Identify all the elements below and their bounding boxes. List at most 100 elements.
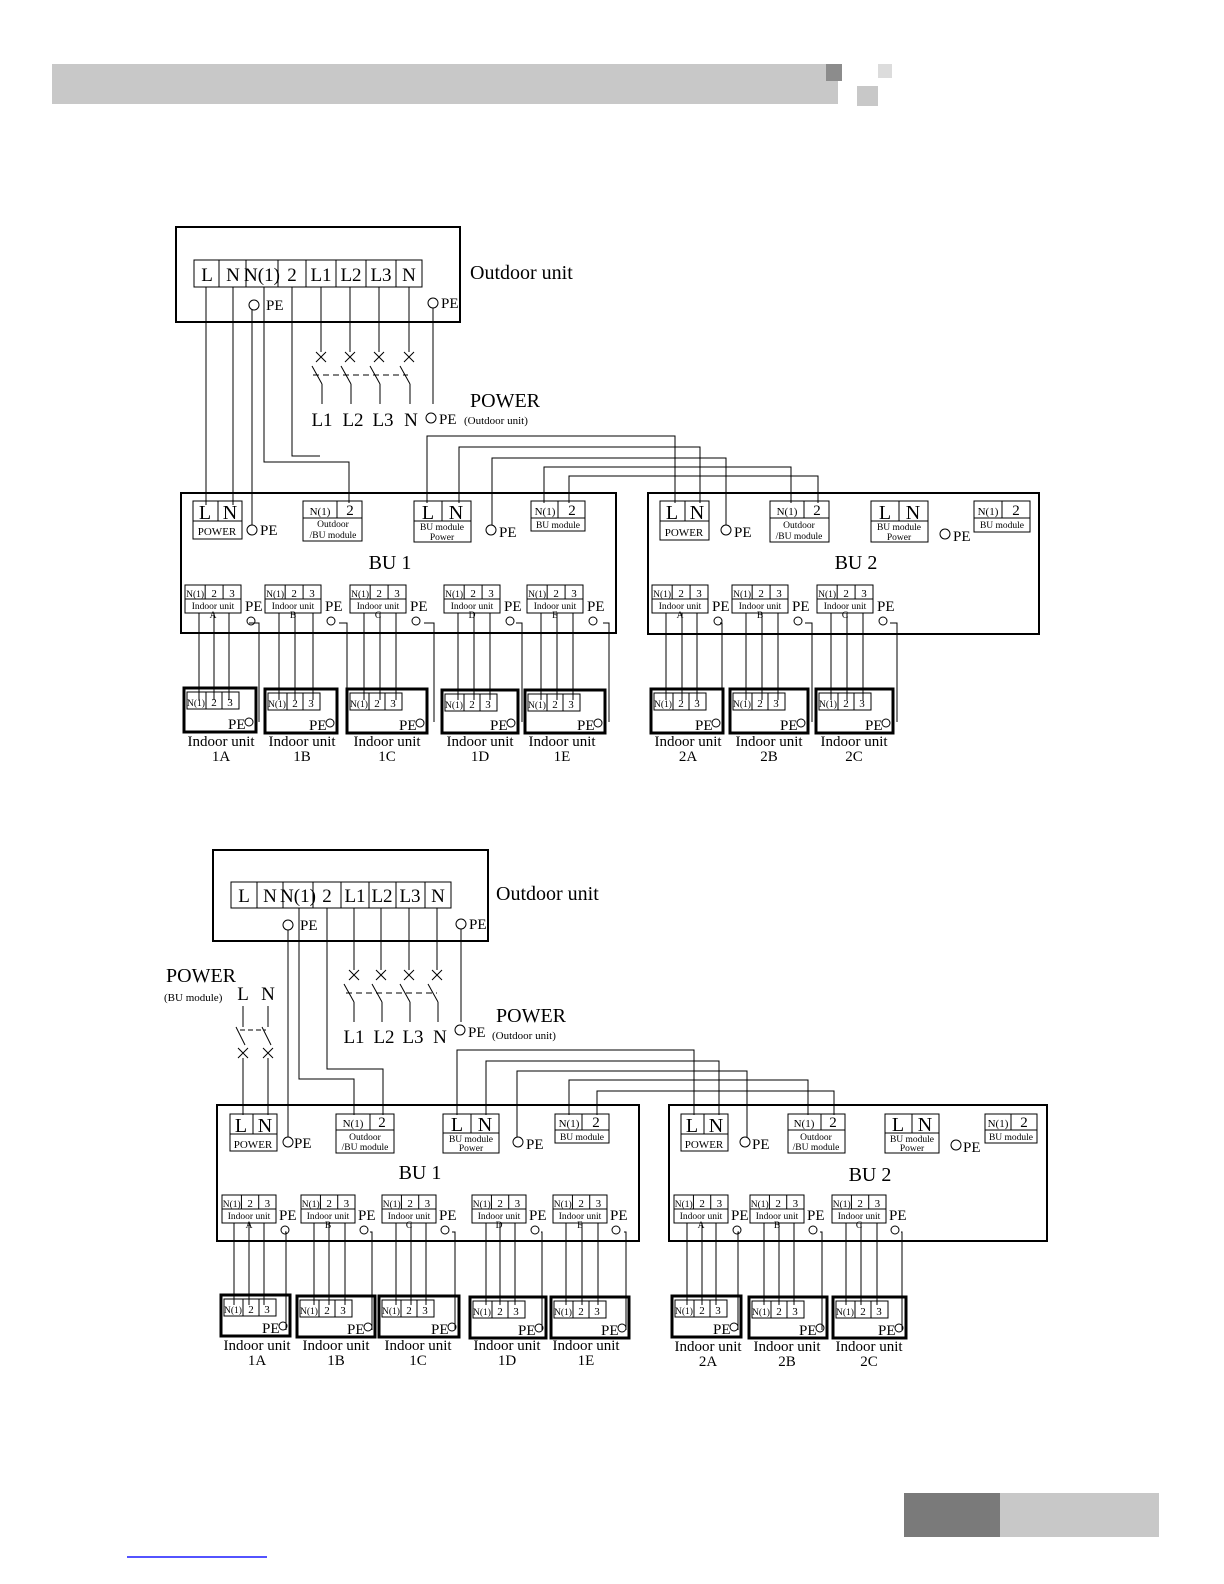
unit-terminal-n1: N(1)	[752, 1307, 770, 1318]
svg-text:N: N	[433, 1027, 447, 1048]
port-terminal-3: 3	[861, 588, 867, 600]
pe-label: PE	[347, 1322, 365, 1338]
port-terminal-n1: N(1)	[653, 589, 671, 600]
port-letter: A	[210, 611, 217, 621]
svg-text:Outdoor: Outdoor	[317, 520, 350, 530]
bu2-bu-module-power-terminal: L N BU module Power	[870, 500, 929, 543]
port-letter: D	[496, 1221, 503, 1231]
power-L2: L2	[342, 410, 363, 431]
bu1-box	[180, 492, 617, 634]
pe-label: PE	[504, 599, 522, 615]
port-letter: B	[774, 1221, 780, 1231]
diagram-1: L N N(1) 2 L1 L2 L3 N Outdoor unit PE PE…	[175, 226, 1040, 765]
pe-label: PE	[262, 1321, 280, 1337]
pe-label: PE	[610, 1208, 628, 1224]
ground-icon	[325, 718, 335, 728]
port-terminal-n1: N(1)	[675, 1199, 693, 1210]
port-terminal-2: 2	[678, 588, 684, 600]
svg-text:L: L	[422, 502, 434, 524]
unit-terminal-2: 2	[757, 698, 763, 710]
port-letter: B	[757, 611, 763, 621]
ground-icon	[729, 1322, 739, 1332]
power-label: POWER	[470, 390, 541, 412]
port-terminal-n1: N(1)	[833, 1199, 851, 1210]
svg-text:PE: PE	[734, 525, 752, 541]
svg-text:N(1): N(1)	[777, 506, 798, 518]
bu2-label: BU 2	[849, 1164, 892, 1186]
port-terminal-2: 2	[407, 1198, 413, 1210]
svg-text:PE: PE	[468, 1025, 486, 1041]
bu2-bu-module-power-terminal: L N BU module Power	[884, 1113, 940, 1154]
bu1-bu-module-power-terminal: L N BU module Power	[413, 500, 472, 543]
port-indoor-unit-label: Indoor unit	[559, 1212, 602, 1222]
pe-label: PE	[309, 718, 327, 734]
svg-text:N: N	[478, 1114, 492, 1136]
ground-icon	[280, 1225, 290, 1235]
port-indoor-unit-label: Indoor unit	[838, 1212, 881, 1222]
unit-terminal-3: 3	[694, 698, 700, 710]
svg-text:N(1): N(1)	[535, 506, 556, 518]
svg-text:BU module: BU module	[420, 523, 464, 533]
svg-text:L: L	[666, 502, 678, 524]
power-L1: L1	[311, 410, 332, 431]
svg-text:BU module: BU module	[536, 521, 580, 531]
unit-terminal-3: 3	[485, 699, 491, 711]
indoor-unit-id: 2A	[679, 749, 698, 765]
bu1-power-terminal: L N POWER	[229, 1113, 278, 1152]
ground-icon	[454, 1024, 466, 1036]
terminal-N: N	[226, 265, 240, 286]
port-indoor-unit-label: Indoor unit	[739, 602, 782, 612]
indoor-unit-label: Indoor unit	[223, 1338, 291, 1354]
port-terminal-n1: N(1)	[473, 1199, 491, 1210]
ground-icon	[939, 528, 951, 540]
unit-terminal-2: 2	[552, 699, 558, 711]
ground-icon	[244, 717, 254, 727]
ground-icon	[359, 1225, 369, 1235]
unit-terminal-n1: N(1)	[528, 700, 546, 711]
unit-terminal-n1: N(1)	[224, 1305, 242, 1316]
ground-icon	[326, 616, 336, 626]
bu2-label: BU 2	[835, 552, 878, 574]
power-L3: L3	[372, 410, 393, 431]
port-letter: C	[375, 611, 381, 621]
ground-icon	[246, 616, 256, 626]
svg-text:PE: PE	[469, 917, 487, 933]
indoor-unit-id: 1E	[578, 1353, 595, 1369]
ground-icon	[815, 1323, 825, 1333]
bu2-box	[668, 1104, 1048, 1242]
indoor-unit-id: 2C	[860, 1354, 878, 1370]
power-N: N	[404, 410, 418, 431]
indoor-unit-label: Indoor unit	[187, 734, 255, 750]
svg-text:PE: PE	[260, 523, 278, 539]
port-terminal-2: 2	[553, 588, 559, 600]
svg-text:BU module: BU module	[449, 1135, 493, 1145]
port-indoor-unit-label: Indoor unit	[824, 602, 867, 612]
port-terminal-2: 2	[758, 588, 764, 600]
port-terminal-n1: N(1)	[528, 589, 546, 600]
indoor-unit-label: Indoor unit	[753, 1339, 821, 1355]
svg-text:2: 2	[322, 886, 332, 907]
svg-text:L: L	[235, 1115, 247, 1137]
unit-terminal-3: 3	[792, 1306, 798, 1318]
unit-terminal-2: 2	[406, 1305, 412, 1317]
svg-text:N: N	[258, 1115, 272, 1137]
terminal-N-power: N	[402, 265, 416, 286]
svg-text:Power: Power	[430, 533, 455, 543]
port-indoor-unit-label: Indoor unit	[659, 602, 702, 612]
indoor-unit-label: Indoor unit	[302, 1338, 370, 1354]
unit-terminal-3: 3	[594, 1306, 600, 1318]
port-terminal-3: 3	[265, 1198, 271, 1210]
power-label: POWER	[496, 1005, 567, 1027]
svg-text:/BU module: /BU module	[776, 532, 823, 542]
